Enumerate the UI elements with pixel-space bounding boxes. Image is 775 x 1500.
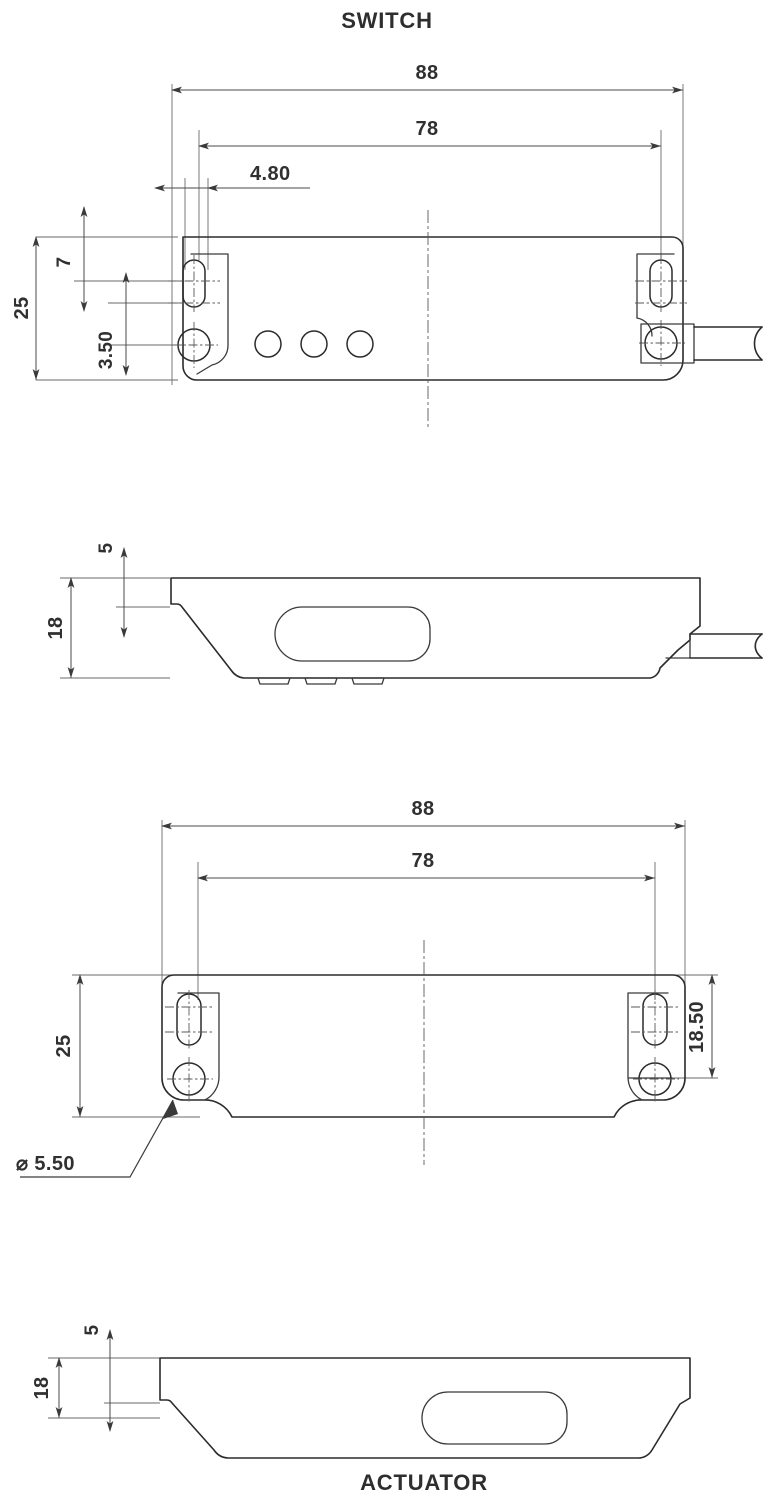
dimension-78-switch: 78 xyxy=(198,118,661,150)
dimension-25-switch: 25 xyxy=(11,236,40,380)
switch-led-2 xyxy=(300,330,328,358)
actuator-side-view: 18 5 ACTUATOR xyxy=(31,1324,691,1495)
dim-label-18-b: 18 xyxy=(31,1376,53,1399)
actuator-left-boss-step xyxy=(177,992,220,1101)
switch-side-cable-break xyxy=(754,633,763,659)
dim-label-88: 88 xyxy=(415,62,438,84)
dim-label-5: 5 xyxy=(96,542,117,553)
leader-line-dia xyxy=(20,1099,174,1178)
dim-label-88-b: 88 xyxy=(411,798,434,820)
dimension-7-switch: 7 xyxy=(54,206,88,312)
dimension-5-actuator-side: 5 xyxy=(82,1324,114,1432)
switch-cable-gland xyxy=(640,323,695,364)
dimension-18-switch-side: 18 xyxy=(45,577,75,678)
dimension-78-actuator: 78 xyxy=(197,850,655,882)
actuator-body-outline xyxy=(161,974,686,1118)
switch-right-boss-lower xyxy=(636,317,653,337)
actuator-top-view: 88 78 25 18.50 ⌀ 5.50 xyxy=(16,798,718,1178)
switch-side-profile xyxy=(170,577,701,679)
view-title-actuator: ACTUATOR xyxy=(360,1470,488,1495)
actuator-side-profile xyxy=(159,1357,691,1459)
switch-side-tab-1 xyxy=(257,677,291,685)
actuator-right-slot xyxy=(642,993,668,1046)
dim-label-5-b: 5 xyxy=(82,1324,103,1335)
dim-label-350: 3.50 xyxy=(96,331,117,369)
dimension-88-actuator: 88 xyxy=(161,798,685,830)
dim-label-7: 7 xyxy=(54,257,75,268)
switch-side-tab-2 xyxy=(304,677,338,685)
switch-body-outline xyxy=(182,236,684,381)
dimension-88-switch: 88 xyxy=(171,62,683,94)
switch-top-view: SWITCH 88 78 4.80 xyxy=(11,8,763,430)
dimension-25-actuator: 25 xyxy=(53,974,84,1117)
view-title-switch: SWITCH xyxy=(341,8,433,33)
switch-side-tab-3 xyxy=(351,677,385,685)
dimension-3-50-switch: 3.50 xyxy=(96,272,130,376)
actuator-side-recess xyxy=(421,1391,568,1445)
dimension-18-actuator-side: 18 xyxy=(31,1357,63,1418)
dim-label-480: 4.80 xyxy=(250,163,291,185)
switch-left-slot xyxy=(182,259,206,308)
dim-label-25-b: 25 xyxy=(53,1034,75,1057)
switch-side-view: 18 5 xyxy=(45,542,763,685)
switch-led-3 xyxy=(346,330,374,358)
dimension-dia-5-50: ⌀ 5.50 xyxy=(16,1099,178,1178)
dim-label-25: 25 xyxy=(11,296,33,319)
switch-right-boss-step xyxy=(636,253,675,319)
switch-led-1 xyxy=(254,330,282,358)
dim-label-18: 18 xyxy=(45,616,67,639)
dim-label-1850: 18.50 xyxy=(686,1001,708,1053)
switch-left-boss-step xyxy=(190,253,229,375)
switch-side-gland xyxy=(665,633,691,659)
dim-label-78: 78 xyxy=(415,118,438,140)
dim-label-78-b: 78 xyxy=(411,850,434,872)
leader-arrowhead-dia xyxy=(163,1100,178,1119)
actuator-right-boss-step xyxy=(627,992,669,1101)
dim-label-dia-550: ⌀ 5.50 xyxy=(16,1153,75,1175)
dimension-4-80-switch: 4.80 xyxy=(154,163,310,192)
switch-cable-break xyxy=(753,326,763,361)
dimension-5-switch-side: 5 xyxy=(96,542,128,638)
actuator-left-slot xyxy=(176,993,202,1046)
switch-right-slot xyxy=(649,259,673,308)
dimension-18-50-actuator: 18.50 xyxy=(686,974,716,1078)
switch-side-recess xyxy=(274,606,431,662)
